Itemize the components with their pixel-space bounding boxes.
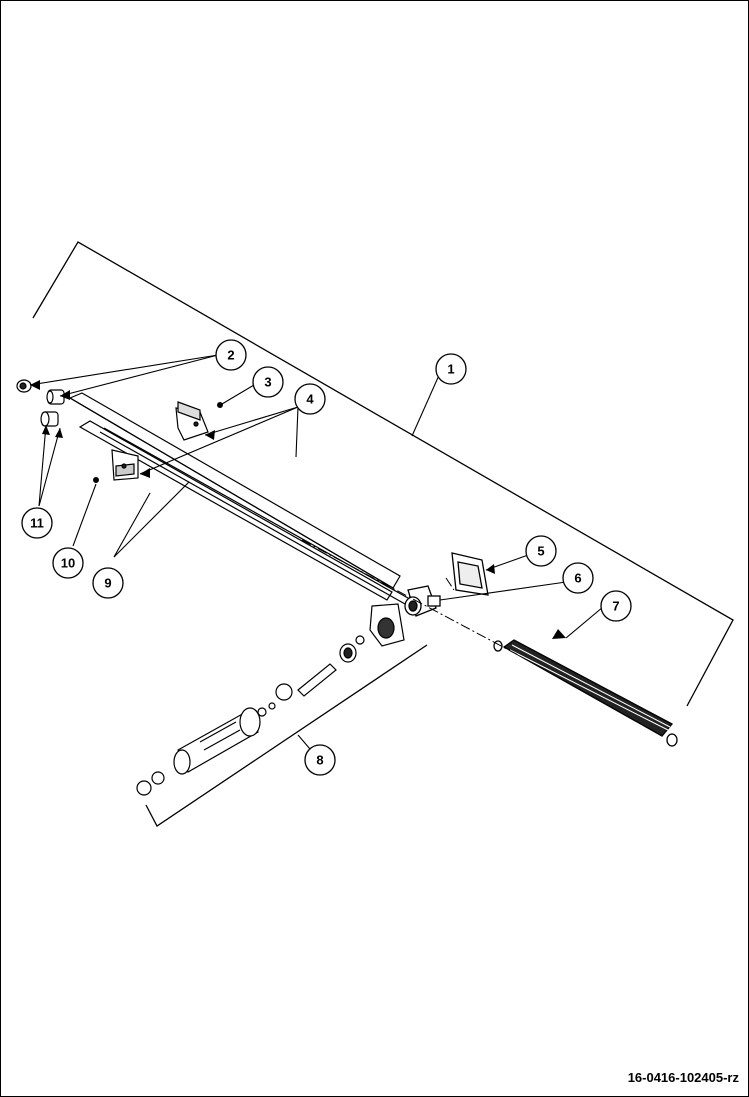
assembly-bracket-1 <box>32 241 734 707</box>
callout-1: 1 <box>435 353 467 385</box>
callout-7: 7 <box>600 590 632 622</box>
part-cover-5 <box>451 552 489 596</box>
assembly-bracket-8 <box>145 644 428 827</box>
wand-tubes <box>68 392 409 605</box>
callout-7-label: 7 <box>612 599 619 614</box>
callout-2: 2 <box>215 339 247 371</box>
callout-11: 11 <box>21 507 53 539</box>
callout-11-label: 11 <box>30 516 44 531</box>
callout-4: 4 <box>294 383 326 415</box>
callout-5: 5 <box>525 535 557 567</box>
leader-arrowheads <box>30 380 566 639</box>
part-handle-assembly-8 <box>136 603 405 796</box>
callout-4-label: 4 <box>306 392 314 407</box>
part-screws <box>93 402 223 483</box>
part-lance-7 <box>493 639 678 747</box>
drawing-reference-code: 16-0416-102405-rz <box>627 1070 739 1085</box>
part-upper-clamp <box>175 401 209 441</box>
center-axis-line <box>301 539 521 657</box>
callout-10: 10 <box>52 547 84 579</box>
callout-9: 9 <box>92 567 124 599</box>
part-valve-6 <box>404 585 441 617</box>
callout-5-label: 5 <box>537 544 544 559</box>
callout-8: 8 <box>304 744 336 776</box>
callout-6-label: 6 <box>574 571 581 586</box>
callout-3-label: 3 <box>264 375 271 390</box>
part-lower-clamp <box>111 449 139 481</box>
callout-2-label: 2 <box>227 348 234 363</box>
callout-1-label: 1 <box>447 362 454 377</box>
part-nozzle-caps <box>16 379 65 427</box>
callout-8-label: 8 <box>316 753 323 768</box>
callout-10-label: 10 <box>61 556 75 571</box>
callout-6: 6 <box>562 562 594 594</box>
callout-3: 3 <box>252 366 284 398</box>
callout-9-label: 9 <box>104 576 111 591</box>
